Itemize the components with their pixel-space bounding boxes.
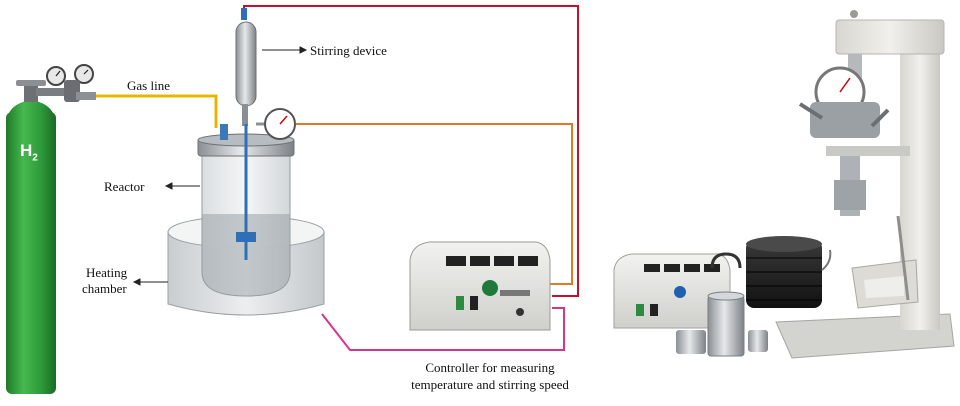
heating-chamber-label-line2: chamber xyxy=(82,281,127,296)
stirring-device-motor xyxy=(235,8,257,126)
gas-regulator xyxy=(36,64,96,102)
stirring-device-label: Stirring device xyxy=(310,43,387,58)
reactor-vessel xyxy=(197,124,295,297)
cylinder-subscript: 2 xyxy=(32,152,38,164)
label-arrows xyxy=(132,46,308,286)
steel-vessel-photo xyxy=(676,252,768,357)
pressure-gauge xyxy=(256,108,296,140)
stirrer-shaft xyxy=(236,124,256,260)
controller-unit xyxy=(409,241,551,331)
reactor-photo xyxy=(775,10,955,359)
reactor-label: Reactor xyxy=(104,179,145,194)
heating-coil-photo xyxy=(746,236,832,308)
cylinder-label: H2 xyxy=(20,141,38,164)
gas-line-label: Gas line xyxy=(127,78,170,93)
controller-label-line2: temperature and stirring speed xyxy=(411,377,569,392)
gauge-signal-wire xyxy=(296,123,573,285)
gas-line-tube xyxy=(96,94,218,128)
heating-chamber-label-line1: Heating xyxy=(86,265,128,280)
heater-power-wire xyxy=(321,307,565,351)
hydrogen-cylinder xyxy=(6,80,56,394)
controller-label-line1: Controller for measuring xyxy=(425,360,555,375)
controller-photo xyxy=(613,253,731,329)
